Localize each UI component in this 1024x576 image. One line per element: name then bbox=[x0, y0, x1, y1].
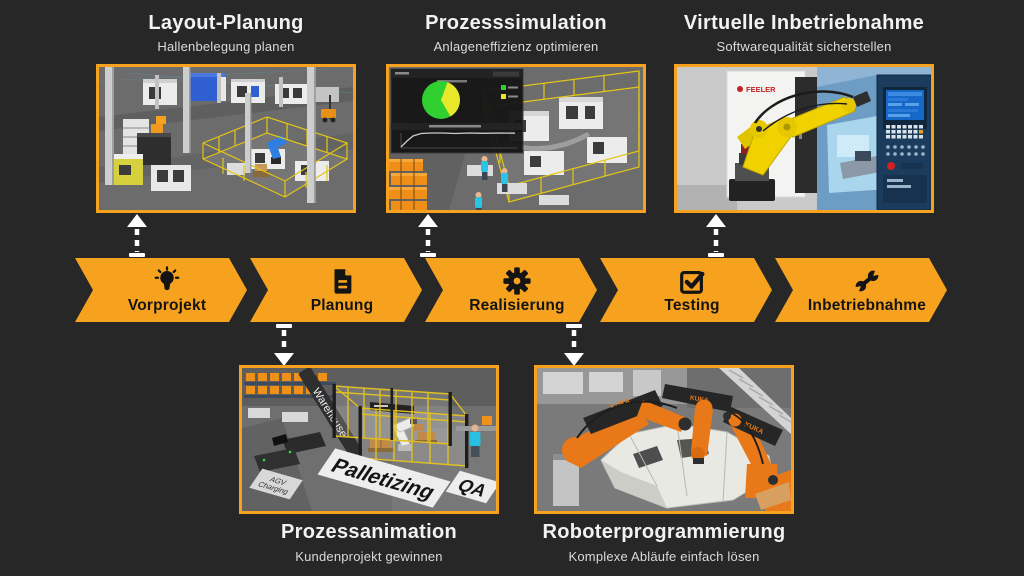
forklift bbox=[321, 95, 336, 123]
phase-label: Planung bbox=[310, 296, 374, 314]
feature-roboterprogrammierung: KUKA KUKA KUKA bbox=[534, 365, 794, 576]
virtual-commissioning-scene: FEELER bbox=[677, 67, 931, 210]
keypad bbox=[886, 125, 923, 139]
palletizing-scene: Warehouse bbox=[242, 368, 496, 511]
feature-title: Prozessanimation bbox=[281, 521, 457, 543]
connector-arrow-down-animation bbox=[274, 324, 294, 366]
palletizing-cage bbox=[332, 384, 469, 468]
phase-label: Vorprojekt bbox=[127, 296, 207, 314]
agv-charging-station bbox=[254, 432, 326, 472]
statistics-panel bbox=[390, 68, 524, 154]
phase-label: Testing bbox=[664, 296, 720, 314]
cage-posts bbox=[332, 384, 469, 468]
yellow-robot bbox=[729, 90, 871, 201]
robot-line-scene: KUKA KUKA KUKA bbox=[537, 368, 791, 511]
virtual-commissioning-screenshot: FEELER bbox=[674, 64, 934, 213]
conveyor-beam bbox=[719, 368, 791, 434]
kuka-robot-corner bbox=[755, 470, 791, 511]
pillars bbox=[105, 67, 316, 203]
checkbox-checked-icon bbox=[677, 266, 707, 296]
gear-icon bbox=[502, 266, 532, 296]
feature-layout-planung: Layout-Planung Hallenbelegung planen bbox=[96, 0, 356, 213]
round-buttons bbox=[886, 145, 925, 156]
feature-subtitle: Komplexe Abläufe einfach lösen bbox=[568, 549, 760, 564]
feature-prozessanimation: Warehouse bbox=[239, 365, 499, 576]
connector-arrow-up-vibn bbox=[706, 214, 726, 257]
phase-label: Inbetriebnahme bbox=[807, 296, 927, 314]
feature-title: Layout-Planung bbox=[148, 12, 304, 34]
left-equipment bbox=[113, 116, 191, 191]
qa-floor-sign: QA bbox=[445, 470, 496, 504]
wrench-icon bbox=[852, 266, 882, 296]
phase-inbetriebnahme: Inbetriebnahme bbox=[775, 258, 947, 322]
qa-worker bbox=[456, 416, 496, 457]
phase-testing: Testing bbox=[600, 258, 772, 322]
phase-vorprojekt: Vorprojekt bbox=[75, 258, 247, 322]
warehouse-racks bbox=[244, 373, 336, 422]
feature-virtuelle-inbetriebnahme: Virtuelle Inbetriebnahme Softwarequalitä… bbox=[674, 0, 934, 213]
phase-realisierung: Realisierung bbox=[425, 258, 597, 322]
simulation-scene bbox=[389, 67, 643, 210]
workers bbox=[475, 156, 508, 210]
layout-planning-screenshot bbox=[96, 64, 356, 213]
phase-label: Realisierung bbox=[469, 296, 565, 314]
agv-floor-sign: AGV Charging bbox=[249, 468, 303, 500]
connector-arrow-up-layout bbox=[127, 214, 147, 257]
feature-subtitle: Kundenprojekt gewinnen bbox=[295, 549, 443, 564]
feature-title: Roboterprogrammierung bbox=[542, 521, 786, 543]
feature-prozesssimulation: Prozesssimulation Anlageneffizienz optim… bbox=[386, 0, 646, 213]
process-simulation-screenshot bbox=[386, 64, 646, 213]
process-animation-screenshot: Warehouse bbox=[239, 365, 499, 514]
robot-programming-screenshot: KUKA KUKA KUKA bbox=[534, 365, 794, 514]
connector-arrow-up-simulation bbox=[418, 214, 438, 257]
kuka-robot-left: KUKA bbox=[553, 390, 692, 506]
operator-tables bbox=[467, 165, 569, 205]
feeler-logo: FEELER bbox=[746, 85, 776, 94]
feature-subtitle: Softwarequalität sicherstellen bbox=[716, 39, 892, 54]
line-chart bbox=[400, 132, 517, 149]
svg-text:KUKA: KUKA bbox=[689, 395, 709, 405]
orange-pallet-stack bbox=[389, 159, 427, 210]
feature-title: Virtuelle Inbetriebnahme bbox=[683, 12, 925, 34]
feature-subtitle: Anlageneffizienz optimieren bbox=[433, 39, 599, 54]
control-panel bbox=[876, 74, 931, 210]
feature-title: Prozesssimulation bbox=[425, 12, 607, 34]
connector-arrow-down-robot bbox=[564, 324, 584, 366]
emergency-stop-button bbox=[887, 162, 895, 170]
feature-subtitle: Hallenbelegung planen bbox=[157, 39, 295, 54]
factory-layout-scene bbox=[99, 67, 353, 210]
phase-planung: Planung bbox=[250, 258, 422, 322]
kuka-robot-top: KUKA bbox=[662, 384, 733, 464]
document-icon bbox=[327, 266, 357, 296]
lightbulb-icon bbox=[152, 266, 182, 296]
blue-cnc-machine bbox=[817, 67, 931, 210]
